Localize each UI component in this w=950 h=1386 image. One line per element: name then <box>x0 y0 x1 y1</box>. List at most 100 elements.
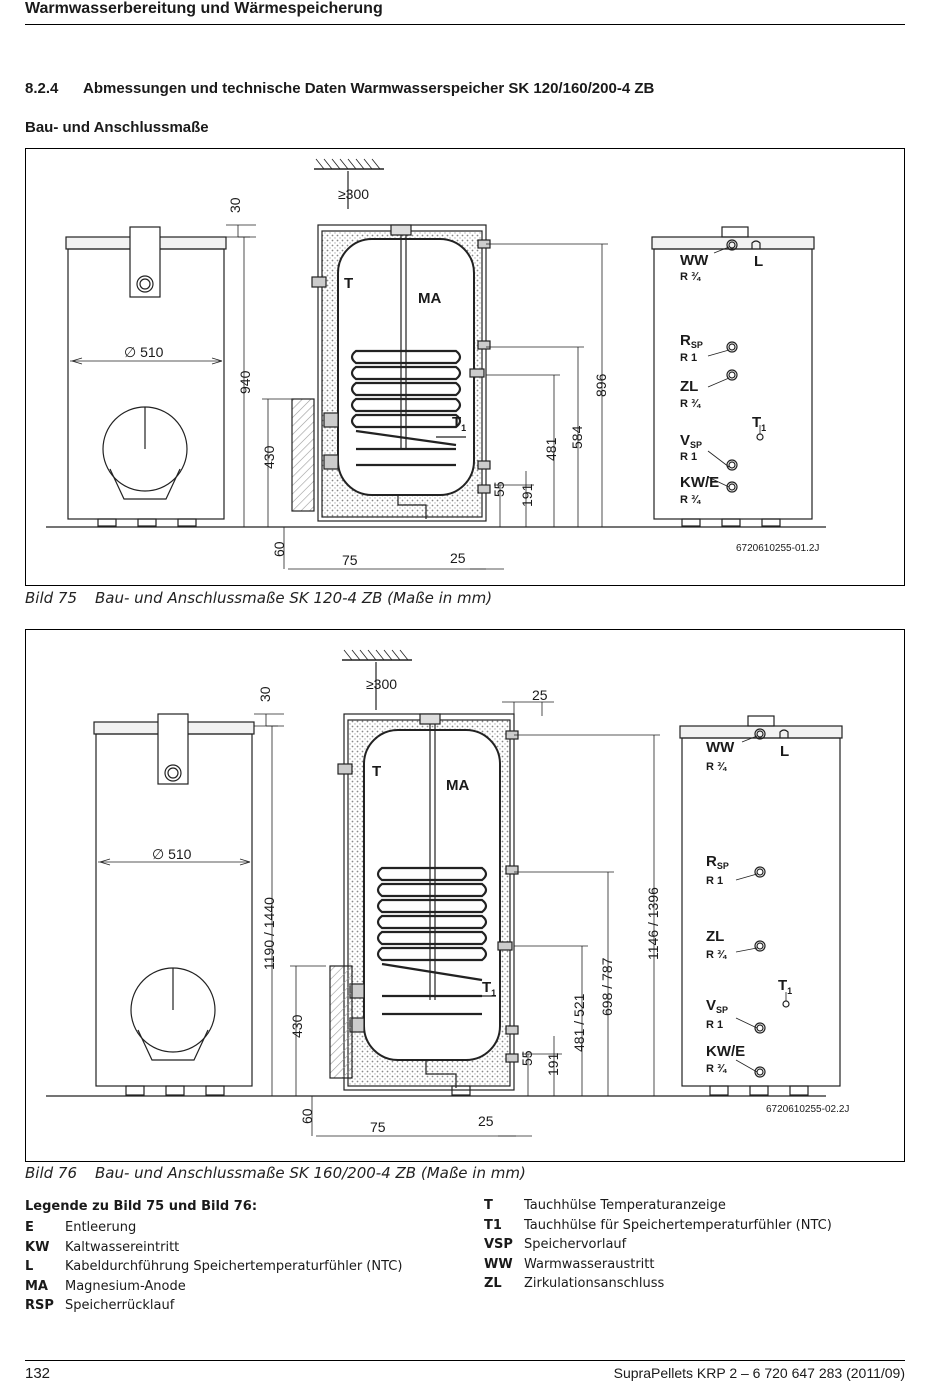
caption-76-label: Bild 76 <box>25 1164 78 1182</box>
legend-item: ZL Zirkulationsanschluss <box>484 1274 832 1294</box>
f76-dim-1146: 1146 / 1396 <box>645 887 661 960</box>
f76-label-RSP: RSP <box>706 853 729 871</box>
figure-75: 30 ≥300 ∅ 510 940 430 60 75 25 55 191 48… <box>25 148 905 586</box>
legend-item: MA Magnesium-Anode <box>25 1277 402 1297</box>
f76-dim-25-top: 25 <box>532 687 548 703</box>
f76-dim-55: 55 <box>519 1050 535 1066</box>
legend-key: L <box>25 1259 34 1274</box>
legend-key: ZL <box>484 1276 502 1291</box>
f75-label-T1b: T1 <box>752 414 766 433</box>
f76-label-VSP: VSP <box>706 997 728 1015</box>
legend-text: Magnesium-Anode <box>65 1278 186 1294</box>
legend-item: KW Kaltwassereintritt <box>25 1238 402 1258</box>
caption-76-text: Bau- und Anschlussmaße SK 160/200-4 ZB (… <box>95 1164 526 1182</box>
f75-dim-940: 940 <box>237 370 253 394</box>
f76-label-WW: WW <box>706 739 735 756</box>
f75-dim-25: 25 <box>450 550 466 566</box>
f76-label-ZL-r: R ¾ <box>706 949 727 961</box>
legend-key: T1 <box>484 1217 502 1233</box>
f76-label-L: L <box>780 743 789 760</box>
legend-text: Warmwasseraustritt <box>524 1256 655 1272</box>
f76-dim-510: ∅ 510 <box>152 846 192 862</box>
f76-dim-191: 191 <box>545 1052 561 1076</box>
legend-text: Speicherrücklauf <box>65 1298 175 1313</box>
document-reference: SupraPellets KRP 2 – 6 720 647 283 (2011… <box>613 1365 905 1381</box>
header-rule <box>25 24 905 25</box>
legend-text: Zirkulationsanschluss <box>524 1276 665 1291</box>
legend-key: E <box>25 1220 34 1235</box>
f75-dim-300: ≥300 <box>338 186 369 202</box>
f75-label-VSP-r: R 1 <box>680 451 697 463</box>
f75-dim-896: 896 <box>593 373 609 397</box>
f76-label-T: T <box>372 763 381 780</box>
f75-image-code: 6720610255-01.2J <box>736 543 819 554</box>
f75-label-T: T <box>344 275 353 292</box>
f76-dim-75: 75 <box>370 1119 386 1135</box>
legend-left-column: E Entleerung KW Kaltwassereintritt L Kabeld… <box>25 1218 402 1316</box>
f76-label-RSP-r: R 1 <box>706 875 723 887</box>
section-title: Abmessungen und technische Daten Warmwas… <box>83 80 655 97</box>
f75-dim-30: 30 <box>227 197 243 213</box>
f76-dim-698: 698 / 787 <box>599 957 615 1016</box>
f76-dim-25: 25 <box>478 1113 494 1129</box>
section-heading: 8.2.4 Abmessungen und technische Daten Wa… <box>25 80 654 97</box>
f75-label-KWE: KW/E <box>680 474 719 491</box>
f75-dim-191: 191 <box>519 483 535 507</box>
f75-label-L: L <box>754 253 763 270</box>
f76-dim-300: ≥300 <box>366 676 397 692</box>
f76-dim-60: 60 <box>299 1108 315 1124</box>
f75-dim-510: ∅ 510 <box>124 344 164 360</box>
legend-item: T Tauchhülse Temperaturanzeige <box>484 1196 832 1216</box>
page-number: 132 <box>25 1365 51 1382</box>
f76-dim-1190: 1190 / 1440 <box>261 897 277 970</box>
legend-text: Entleerung <box>65 1220 137 1235</box>
section-number: 8.2.4 <box>25 80 59 97</box>
figure-75-drawing: 30 ≥300 ∅ 510 940 430 60 75 25 55 191 48… <box>46 158 826 570</box>
legend-text: Kaltwassereintritt <box>65 1239 180 1255</box>
caption-75-text: Bau- und Anschlussmaße SK 120-4 ZB (Maße… <box>95 589 493 607</box>
f75-label-KWE-r: R ¾ <box>680 494 701 506</box>
f75-label-WW-r: R ¾ <box>680 271 701 283</box>
figure-76-drawing: 30 ≥300 25 ∅ 510 1190 / 1440 430 60 75 2… <box>46 649 849 1137</box>
f75-label-MA: MA <box>418 290 441 307</box>
f76-label-KWE-r: R ¾ <box>706 1063 727 1075</box>
legend-item: E Entleerung <box>25 1218 402 1238</box>
f76-label-KWE: KW/E <box>706 1043 745 1060</box>
f76-label-ZL: ZL <box>706 928 724 945</box>
figure-76: 30 ≥300 25 ∅ 510 1190 / 1440 430 60 75 2… <box>25 629 905 1162</box>
legend-item: VSP Speichervorlauf <box>484 1235 832 1255</box>
f75-label-VSP: VSP <box>680 432 702 450</box>
legend-item: L Kabeldurchführung Speichertemperaturfüh… <box>25 1257 402 1277</box>
legend-key: VSP <box>484 1237 513 1252</box>
legend-key: KW <box>25 1239 50 1255</box>
legend-text: Tauchhülse für Speichertemperaturfühler … <box>524 1217 832 1233</box>
f76-dim-481: 481 / 521 <box>571 993 587 1052</box>
f76-label-VSP-r: R 1 <box>706 1019 723 1031</box>
f76-image-code: 6720610255-02.2J <box>766 1104 849 1115</box>
legend-text: Speichervorlauf <box>524 1237 627 1252</box>
page-header-title: Warmwasserbereitung und Wärmespeicherung <box>25 0 383 17</box>
legend-right-column: T Tauchhülse Temperaturanzeige T1 Tauchhül… <box>484 1196 832 1294</box>
f75-dim-430: 430 <box>261 445 277 469</box>
legend-text: Tauchhülse Temperaturanzeige <box>524 1198 726 1213</box>
f76-dim-30: 30 <box>257 686 273 702</box>
legend-key: WW <box>484 1256 513 1272</box>
legend-item: T1 Tauchhülse für Speichertemperaturfühle… <box>484 1216 832 1236</box>
legend-key: T <box>484 1198 493 1213</box>
f76-label-T1b: T1 <box>778 977 792 996</box>
f75-dim-55: 55 <box>491 481 507 497</box>
f75-label-RSP: RSP <box>680 332 703 350</box>
legend-key: RSP <box>25 1298 54 1313</box>
f75-dim-584: 584 <box>569 425 585 449</box>
f75-label-RSP-r: R 1 <box>680 352 697 364</box>
legend-item: RSP Speicherrücklauf <box>25 1296 402 1316</box>
f75-label-WW: WW <box>680 252 709 269</box>
f75-label-ZL: ZL <box>680 378 698 395</box>
legend-key: MA <box>25 1278 48 1294</box>
legend-text: Kabeldurchführung Speichertemperaturfühl… <box>65 1259 403 1274</box>
f75-label-ZL-r: R ¾ <box>680 398 701 410</box>
legend-item: WW Warmwasseraustritt <box>484 1255 832 1275</box>
f76-dim-430: 430 <box>289 1014 305 1038</box>
caption-bild-76: Bild 76 Bau- und Anschlussmaße SK 160/200… <box>25 1164 526 1182</box>
